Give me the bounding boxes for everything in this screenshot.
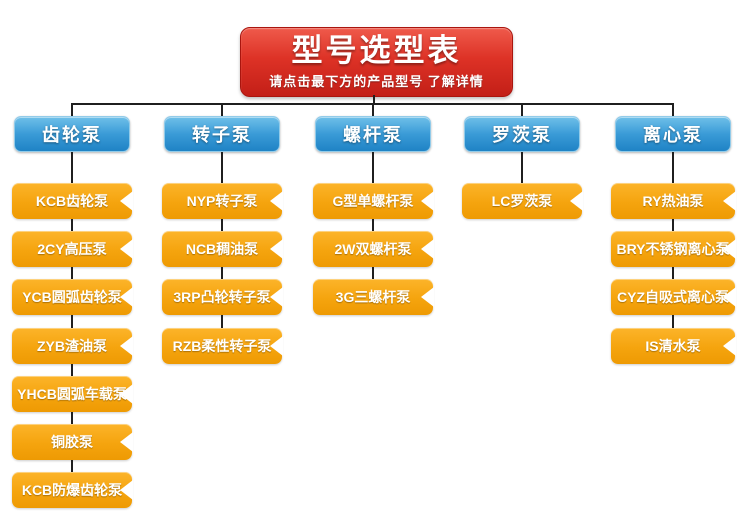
product-2cy-high-pressure-pump[interactable]: 2CY高压泵 [12, 231, 132, 267]
page-title: 型号选型表 [291, 32, 462, 68]
connector-drop [71, 103, 73, 116]
category-screw-pump[interactable]: 螺杆泵 [315, 116, 431, 152]
page-subtitle: 请点击最下方的产品型号 了解详情 [269, 74, 484, 90]
connector-line [372, 267, 374, 279]
connector-line [71, 364, 73, 376]
connector-line [372, 152, 374, 183]
category-centrifugal-pump[interactable]: 离心泵 [615, 116, 731, 152]
connector-line [71, 219, 73, 231]
header-banner: 型号选型表 请点击最下方的产品型号 了解详情 [240, 27, 513, 97]
connector-line [71, 152, 73, 183]
product-is-clean-water-pump[interactable]: IS清水泵 [611, 328, 735, 364]
product-g-single-screw-pump[interactable]: G型单螺杆泵 [313, 183, 433, 219]
connector-line [672, 315, 674, 328]
connector-line [521, 152, 523, 183]
product-3rp-cam-rotor-pump[interactable]: 3RP凸轮转子泵 [162, 279, 282, 315]
connector-line [372, 219, 374, 231]
connector-line [71, 267, 73, 279]
connector-line [672, 219, 674, 231]
connector-line [672, 152, 674, 183]
connector-line [221, 267, 223, 279]
connector-trunk [373, 95, 375, 103]
product-yhcb-arc-truck-pump[interactable]: YHCB圆弧车载泵 [12, 376, 132, 412]
product-ncb-thick-oil-pump[interactable]: NCB稠油泵 [162, 231, 282, 267]
product-ycb-arc-gear-pump[interactable]: YCB圆弧齿轮泵 [12, 279, 132, 315]
product-kcb-explosionproof-gear-pump[interactable]: KCB防爆齿轮泵 [12, 472, 132, 508]
connector-line [71, 460, 73, 472]
product-ry-hot-oil-pump[interactable]: RY热油泵 [611, 183, 735, 219]
product-lc-roots-pump[interactable]: LC罗茨泵 [462, 183, 582, 219]
product-3g-triple-screw-pump[interactable]: 3G三螺杆泵 [313, 279, 433, 315]
product-2w-twin-screw-pump[interactable]: 2W双螺杆泵 [313, 231, 433, 267]
connector-line [672, 267, 674, 279]
product-kcb-gear-pump[interactable]: KCB齿轮泵 [12, 183, 132, 219]
connector-drop [372, 103, 374, 116]
product-bry-stainless-centrifugal-pump[interactable]: BRY不锈钢离心泵 [611, 231, 735, 267]
connector-line [221, 315, 223, 328]
connector-drop [521, 103, 523, 116]
connector-line [71, 315, 73, 328]
category-gear-pump[interactable]: 齿轮泵 [14, 116, 130, 152]
product-zyb-residue-oil-pump[interactable]: ZYB渣油泵 [12, 328, 132, 364]
connector-line [221, 152, 223, 183]
connector-line [221, 219, 223, 231]
product-cyz-selfpriming-centrifugal-pump[interactable]: CYZ自吸式离心泵 [611, 279, 735, 315]
connector-drop [221, 103, 223, 116]
product-copper-glue-pump[interactable]: 铜胶泵 [12, 424, 132, 460]
category-roots-pump[interactable]: 罗茨泵 [464, 116, 580, 152]
product-rzb-flexible-rotor-pump[interactable]: RZB柔性转子泵 [162, 328, 282, 364]
product-nyp-rotor-pump[interactable]: NYP转子泵 [162, 183, 282, 219]
connector-line [71, 412, 73, 424]
category-rotor-pump[interactable]: 转子泵 [164, 116, 280, 152]
connector-drop [672, 103, 674, 116]
